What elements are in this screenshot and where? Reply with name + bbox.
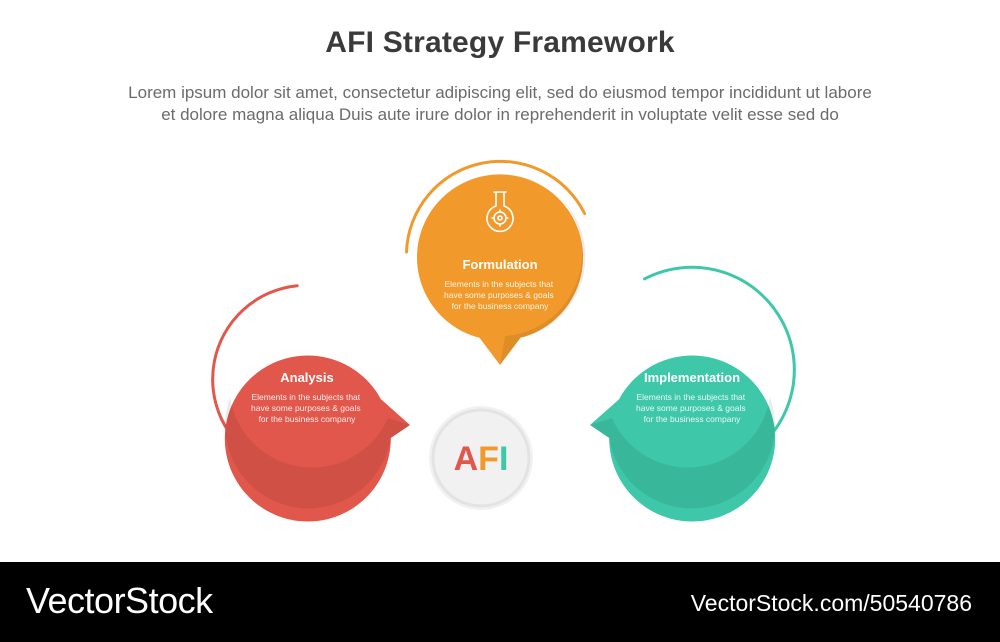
implementation-title: Implementation — [644, 370, 740, 385]
footer-url: VectorStock.com/50540786 — [690, 590, 972, 616]
flask-gear-icon — [486, 191, 514, 233]
implementation-desc-line-2: have some purposes & goals — [636, 403, 746, 413]
page-title: AFI Strategy Framework — [325, 26, 675, 59]
formulation-shade — [500, 197, 586, 365]
page-subtitle: Lorem ipsum dolor sit amet, consectetur … — [40, 82, 960, 126]
footer-bar: VectorStock VectorStock.com/50540786 — [0, 562, 1000, 642]
implementation-description: Elements in the subjects that have some … — [636, 392, 748, 424]
formulation-outer-arc — [405, 159, 587, 254]
formulation-description: Elements in the subjects that have some … — [444, 279, 556, 311]
analysis-description: Elements in the subjects that have some … — [251, 392, 363, 424]
center-letter-f: F — [478, 440, 499, 478]
implementation-shade — [590, 397, 776, 509]
step-formulation: Formulation Elements in the subjects tha… — [405, 159, 587, 365]
center-label: AFI — [454, 440, 509, 478]
formulation-desc-line-1: Elements in the subjects that — [444, 279, 553, 289]
center-letter-i: I — [499, 440, 508, 478]
analysis-desc-line-2: have some purposes & goals — [251, 403, 361, 413]
subtitle-line-1: Lorem ipsum dolor sit amet, consectetur … — [128, 83, 872, 102]
implementation-bubble — [590, 355, 776, 522]
document-search-icon — [287, 311, 331, 355]
analysis-title: Analysis — [280, 370, 333, 385]
implementation-outer-arc — [643, 265, 796, 462]
analysis-bubble — [224, 355, 410, 522]
formulation-bubble — [417, 174, 583, 365]
step-implementation: Implementation Elements in the subjects … — [590, 265, 796, 522]
analysis-desc-line-3: for the business company — [259, 414, 357, 424]
formulation-desc-line-2: have some purposes & goals — [444, 290, 554, 300]
step-analysis: Analysis Elements in the subjects that h… — [211, 284, 410, 522]
formulation-desc-line-3: for the business company — [452, 301, 550, 311]
implementation-desc-line-3: for the business company — [644, 414, 742, 424]
analysis-desc-line-1: Elements in the subjects that — [251, 392, 360, 402]
analysis-shade — [224, 397, 410, 509]
bulb-gear-icon — [672, 309, 711, 350]
afi-diagram: AFI Analysis Elements in the subjects th… — [211, 159, 796, 522]
formulation-title: Formulation — [462, 257, 537, 272]
subtitle-line-2: et dolore magna aliqua Duis aute irure d… — [161, 105, 839, 124]
center-node: AFI — [429, 406, 533, 510]
implementation-desc-line-1: Elements in the subjects that — [636, 392, 745, 402]
center-letter-a: A — [454, 440, 479, 478]
footer-brand: VectorStock — [26, 580, 213, 621]
